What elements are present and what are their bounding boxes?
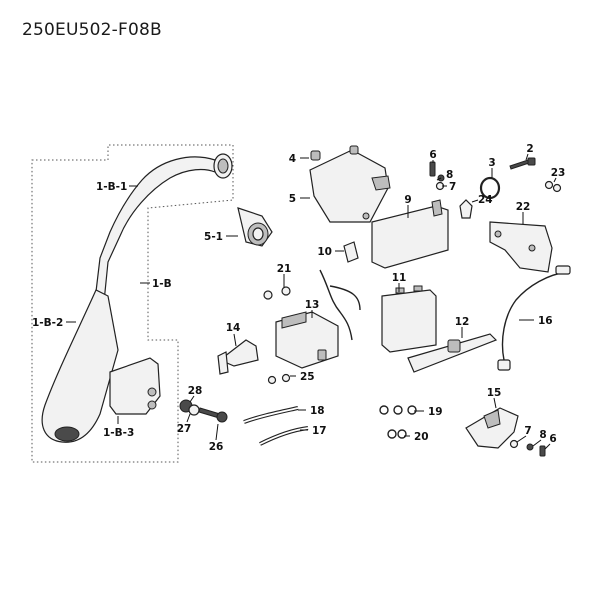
nut-23-part[interactable]	[544, 180, 562, 193]
callout-8-upper: 8	[446, 169, 453, 181]
battery-tray-part[interactable]	[371, 199, 449, 269]
callout-7-upper: 7	[449, 181, 456, 193]
callout-5: 5	[289, 193, 296, 205]
callout-20: 20	[414, 431, 429, 443]
exhaust-muffler-part[interactable]	[41, 153, 233, 443]
bolt-6-upper-part[interactable]	[429, 161, 436, 177]
callout-5-1: 5-1	[204, 231, 223, 243]
rubber-sleeve-part[interactable]	[237, 207, 273, 247]
callout-23: 23	[551, 167, 566, 179]
battery-strap-part[interactable]	[407, 333, 498, 373]
washer-27-part[interactable]	[188, 404, 200, 416]
hose-clip-20-part[interactable]	[387, 429, 407, 439]
nut-21-part[interactable]	[263, 286, 291, 300]
callout-19: 19	[428, 406, 443, 418]
callout-1-B-1: 1-B-1	[96, 181, 127, 193]
callout-24: 24	[478, 194, 493, 206]
callout-6-upper: 6	[429, 149, 436, 161]
callout-11: 11	[392, 272, 407, 284]
callout-18: 18	[310, 405, 325, 417]
callout-26: 26	[209, 441, 224, 453]
callout-15: 15	[487, 387, 502, 399]
callout-8-lower: 8	[539, 429, 546, 441]
ring-clamp-part[interactable]	[479, 176, 501, 200]
callout-27: 27	[177, 423, 192, 435]
bolt-2-part[interactable]	[509, 157, 536, 170]
callout-21: 21	[277, 263, 292, 275]
callout-16: 16	[538, 315, 553, 327]
leader-lines	[66, 153, 557, 450]
callout-14: 14	[226, 322, 241, 334]
clip-24-part[interactable]	[459, 199, 473, 219]
callout-1-B: 1-B	[152, 278, 172, 290]
nut-25-part[interactable]	[267, 373, 291, 385]
exhaust-group-outline	[31, 144, 234, 463]
callout-4: 4	[289, 153, 296, 165]
callout-10: 10	[317, 246, 332, 258]
callout-6-lower: 6	[549, 433, 556, 445]
bracket-15-part[interactable]	[465, 407, 519, 449]
bolt-26-part[interactable]	[198, 407, 228, 423]
callout-1-B-2: 1-B-2	[32, 317, 63, 329]
battery-part[interactable]	[381, 285, 437, 353]
diagram-code: 250EU502-F08B	[22, 20, 162, 40]
bracket-plate-part[interactable]	[489, 221, 553, 273]
callout-3: 3	[488, 157, 495, 169]
cover-box-part[interactable]	[309, 145, 391, 223]
hose-17-part[interactable]	[259, 426, 309, 446]
callout-9: 9	[404, 194, 411, 206]
washer-7-lower-part[interactable]	[509, 439, 519, 449]
callout-13: 13	[305, 299, 320, 311]
callout-1-B-3: 1-B-3	[103, 427, 134, 439]
callout-17: 17	[312, 425, 327, 437]
grommet-4-part[interactable]	[310, 150, 321, 161]
hose-18-part[interactable]	[243, 406, 299, 424]
regulator-part[interactable]	[275, 269, 361, 369]
callout-12: 12	[455, 316, 470, 328]
bolt-6-lower-part[interactable]	[539, 445, 546, 457]
wire-harness-part[interactable]	[497, 265, 571, 371]
hose-clips-19-part[interactable]	[379, 405, 417, 415]
bracket-14-part[interactable]	[217, 339, 259, 375]
nut-8-lower-part[interactable]	[526, 443, 534, 451]
bracket-clip-part[interactable]	[343, 241, 359, 263]
callout-7-lower: 7	[524, 425, 531, 437]
callout-22: 22	[516, 201, 531, 213]
callout-2: 2	[526, 143, 533, 155]
callout-25: 25	[300, 371, 315, 383]
callout-28: 28	[188, 385, 203, 397]
